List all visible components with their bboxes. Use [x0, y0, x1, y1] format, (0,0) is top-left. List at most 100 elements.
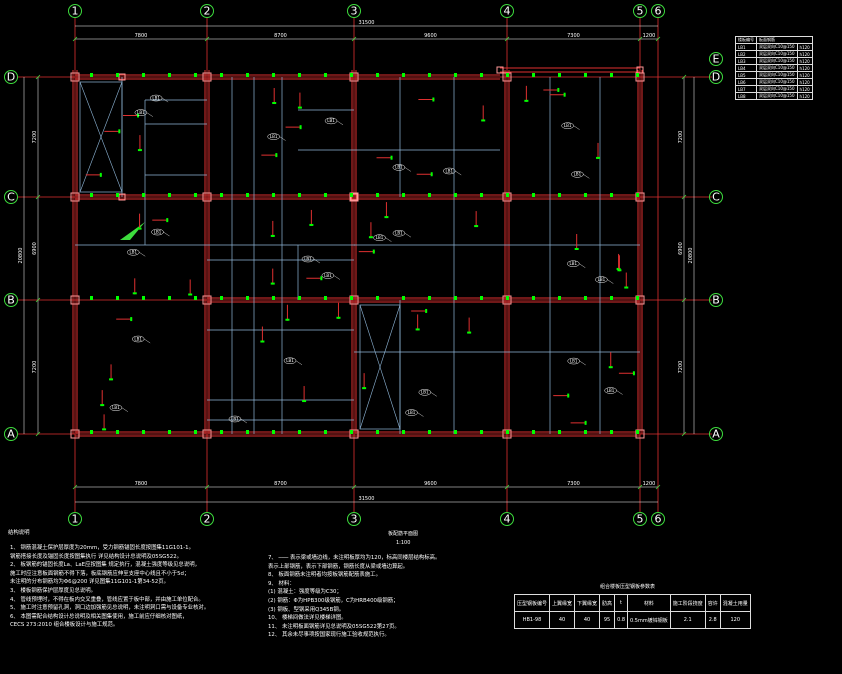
slab-tag: LB1 [405, 409, 424, 417]
slab-tag-leader [333, 275, 340, 280]
bubble-label: D [7, 71, 15, 84]
support-rebar-tick [298, 73, 301, 77]
support-rebar-tick [324, 193, 327, 197]
rebar-end [137, 227, 142, 230]
note-line: 6、 本图需配合结构设计总说明及相关图集使用，施工前应仔细核对图纸， [10, 613, 188, 620]
slab-tag-label: LB1 [570, 261, 578, 266]
rebar-end [467, 331, 472, 334]
bubble-label: 1 [72, 5, 79, 18]
rebar-end [474, 225, 479, 228]
support-rebar-tick [220, 193, 223, 197]
dim-text: 7800 [135, 481, 148, 487]
note-line: 钢筋搭接长度及锚固长度按图集执行 详见结构设计总说明及05SG522。 [10, 553, 183, 560]
slab-tag: LB1 [151, 228, 170, 237]
bubble-circle [500, 512, 514, 526]
slab-tag-label: LB1 [574, 172, 582, 177]
dim-text: 1200 [643, 33, 656, 39]
slab-tag-label: LB1 [112, 405, 120, 410]
support-rebar-tick [168, 73, 171, 77]
bubble-label: 6 [655, 5, 662, 18]
support-rebar-tick [532, 73, 535, 77]
rebar-end [372, 249, 375, 254]
bubble-circle [347, 4, 361, 18]
rebar-end [624, 286, 629, 289]
rebar-end [524, 99, 529, 102]
bubble-label: B [7, 294, 15, 307]
note-line: 7、 ─── 表示梁或墙边线，未注明板厚均为120，标高同楼层结构标高。 [268, 555, 441, 561]
support-rebar-tick [532, 430, 535, 434]
note-line: 8、 板面钢筋未注明者均按板钢筋配筋表施工。 [268, 572, 381, 579]
deck-table-cell: 120 [719, 611, 751, 629]
support-rebar-tick [480, 73, 483, 77]
bubble-circle [68, 512, 82, 526]
slab-table-cell: 双层双向C10@150 [756, 85, 798, 93]
slab-table-cell: h120 [796, 92, 813, 100]
dim-tick [35, 297, 41, 303]
grid-bubble-left-B: B [4, 293, 18, 307]
note-line: 2、 板钢筋的锚固长度La、LaE应按图集 规定执行，混凝土强度等级见总说明， [10, 562, 200, 569]
bubble-circle [4, 70, 18, 84]
dim-tick [637, 484, 643, 490]
support-rebar-tick [584, 296, 587, 300]
deck-table-cell: 40 [574, 611, 601, 629]
note-line: (2) 钢筋：Φ为HPB300级钢筋，C为HRB400级钢筋； [268, 597, 399, 604]
support-rebar-tick [116, 430, 119, 434]
support-rebar-tick [246, 296, 249, 300]
support-rebar-tick [428, 193, 431, 197]
slab-table-cell: 双层双向C10@150 [756, 57, 798, 65]
dim-tick [655, 36, 661, 42]
slab-tag-label: LB1 [327, 118, 335, 123]
dim-text: 31500 [359, 20, 375, 26]
slab-tag-label: LB1 [564, 123, 572, 128]
support-rebar-tick [402, 430, 405, 434]
grid-bubble-left-A: A [4, 427, 18, 441]
column-box [636, 66, 644, 74]
bubble-label: C [712, 191, 720, 204]
rebar-marks [85, 73, 639, 434]
slab-table-header: 楼板编号板面钢筋 [735, 36, 813, 44]
deck-table-cell: 40 [549, 611, 576, 629]
grid-bubble-top-3: 3 [347, 4, 361, 18]
support-rebar-tick [428, 296, 431, 300]
dim-text: 7800 [135, 33, 148, 39]
rebar-end [567, 393, 570, 398]
support-rebar-tick [142, 296, 145, 300]
slab-tag-label: LB1 [408, 410, 416, 415]
rebar-end [309, 223, 314, 226]
grid-bubble-right-B: B [709, 293, 723, 307]
support-rebar-tick [428, 430, 431, 434]
support-rebar-tick [558, 430, 561, 434]
rebar-end [415, 328, 420, 331]
slab-tag-label: LB1 [137, 110, 145, 115]
support-rebar-tick [376, 73, 379, 77]
note-line: 施工时应注意板面钢筋不得下落，板底钢筋应伸至支座中心线且不小于5d； [10, 570, 190, 577]
grid-bubble-right-C: C [709, 190, 723, 204]
bubble-label: A [712, 428, 720, 441]
column-box [70, 295, 80, 305]
rebar-end [368, 236, 373, 239]
bubble-circle [709, 427, 723, 441]
rebar-end [132, 292, 137, 295]
dim-text: 20800 [18, 248, 24, 264]
notes-right: 7、 ─── 表示梁或墙边线，未注明板厚均为120，标高同楼层结构标高。 表示上… [268, 555, 441, 642]
support-rebar-tick [532, 193, 535, 197]
note-line: 11、 未注明板面钢筋详见总说明及05SG522第27页。 [268, 623, 400, 630]
dim-tick [35, 431, 41, 437]
support-rebar-tick [168, 296, 171, 300]
support-rebar-tick [584, 73, 587, 77]
slab-tag-label: LB1 [324, 273, 332, 278]
bubble-label: 2 [204, 513, 211, 526]
support-rebar-tick [480, 430, 483, 434]
slab-tag-leader [616, 390, 623, 395]
rebar-end [188, 293, 193, 296]
support-rebar-tick [90, 430, 93, 434]
slab-tag-label: LB1 [421, 390, 429, 395]
support-rebar-tick [480, 296, 483, 300]
rebar-end [481, 119, 486, 122]
slab-tag-label: LB1 [129, 250, 137, 255]
rebar-end [100, 404, 105, 407]
